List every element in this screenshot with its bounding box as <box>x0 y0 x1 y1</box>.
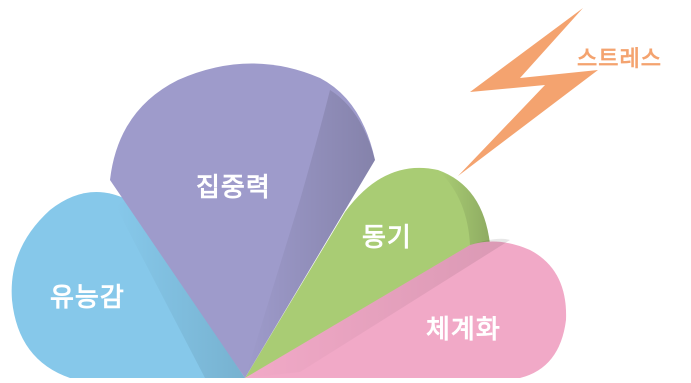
petal-focus-label: 집중력 <box>196 173 271 203</box>
stress-label: 스트레스 <box>577 47 662 72</box>
petal-system-shade <box>245 238 510 378</box>
petal-motivation-shape <box>245 167 490 378</box>
petal-focus: 집중력 <box>110 63 375 378</box>
petal-system-label: 체계화 <box>426 315 501 345</box>
petal-system: 체계화 <box>245 238 567 378</box>
petal-motivation-label: 동기 <box>362 223 412 253</box>
petal-focus-shade <box>245 90 375 378</box>
petal-focus-shape <box>110 63 375 378</box>
petal-efficacy: 유능감 <box>11 192 245 378</box>
petal-motivation-shade <box>440 172 490 246</box>
petal-efficacy-label: 유능감 <box>50 283 125 313</box>
petal-efficacy-shade <box>115 200 245 378</box>
petal-motivation: 동기 <box>245 167 490 378</box>
lightning-bolt-icon <box>458 8 598 176</box>
